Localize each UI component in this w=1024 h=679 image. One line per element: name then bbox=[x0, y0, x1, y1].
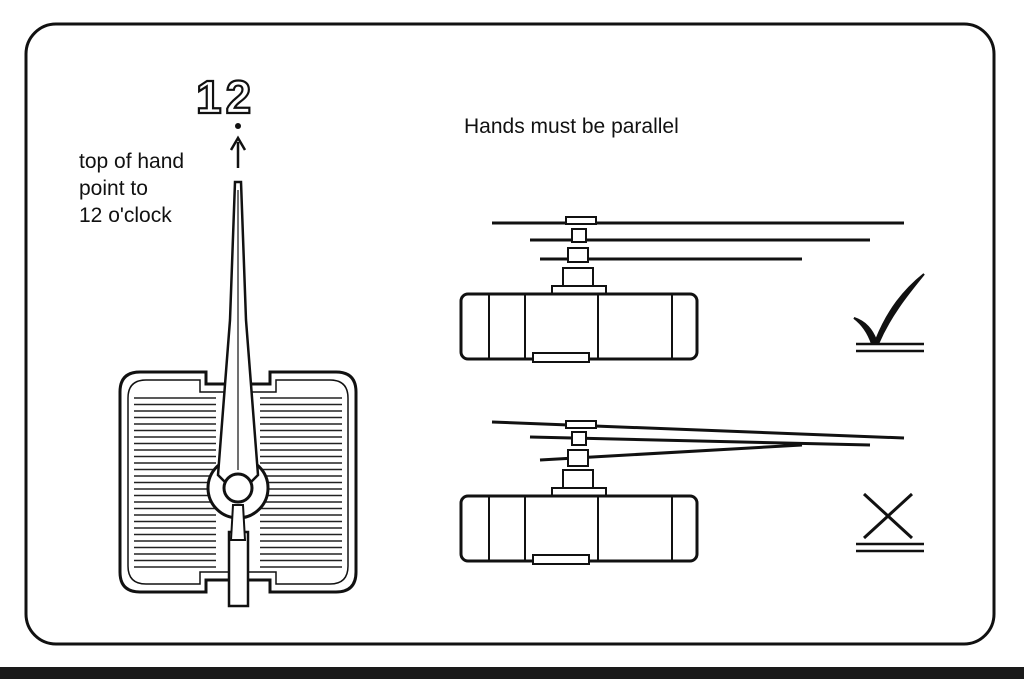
clock-movement-front bbox=[118, 180, 358, 608]
hand-instruction-text: top of hand point to 12 o'clock bbox=[79, 148, 184, 229]
movement-side-view-correct bbox=[459, 216, 904, 363]
outer-border bbox=[24, 22, 996, 646]
check-mark-icon bbox=[853, 273, 925, 353]
instruction-line-1: top of hand bbox=[79, 150, 185, 173]
twelve-oclock-label: 12 bbox=[195, 71, 256, 123]
instruction-line-2: point to bbox=[79, 177, 148, 200]
parallel-title: Hands must be parallel bbox=[464, 115, 679, 138]
cross-mark-icon bbox=[856, 492, 924, 553]
movement-side-view-incorrect bbox=[459, 420, 905, 565]
instruction-line-3: 12 o'clock bbox=[79, 204, 172, 227]
up-arrow-icon bbox=[229, 123, 247, 168]
bottom-bar bbox=[0, 667, 1024, 679]
